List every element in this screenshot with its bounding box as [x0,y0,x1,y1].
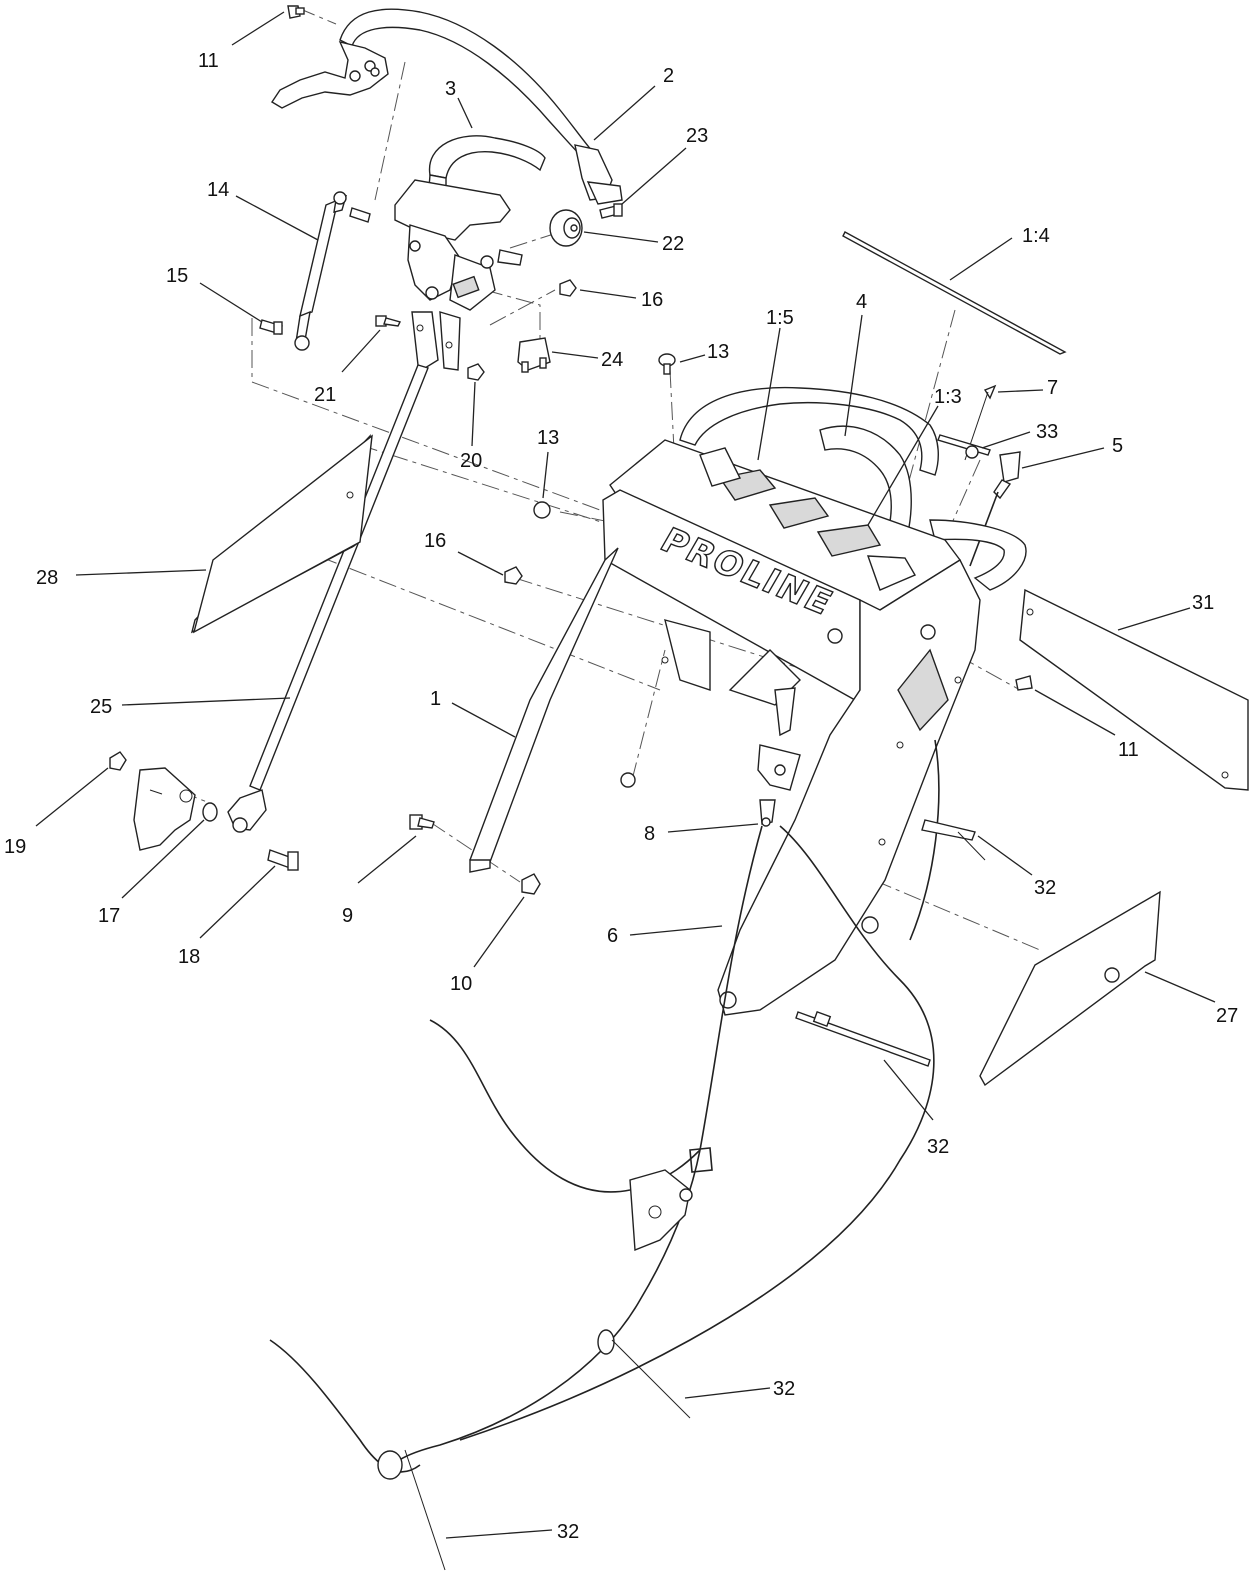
part-19-nut [109,751,127,771]
callout-25: 25 [90,696,112,718]
part-10-nut [521,873,541,895]
callout-24: 24 [601,349,623,371]
callout-32: 32 [1034,877,1056,899]
callout-16: 16 [424,530,446,552]
callout-1-5: 1:5 [766,307,794,329]
control-bracket [394,179,523,311]
left-pivot-bracket [133,767,196,851]
part-16-nut-upper [559,279,577,297]
part-11-bolt-right [1015,675,1033,691]
callout-22: 22 [662,233,684,255]
part-24-switch [517,337,551,373]
callout-32: 32 [557,1521,579,1543]
rod-end [227,789,267,833]
callout-19: 19 [4,836,26,858]
part-33-decal [937,434,991,459]
part-18-bolt [267,849,299,871]
callout-17: 17 [98,905,120,927]
callout-11: 11 [1118,739,1139,761]
callout-11: 11 [198,50,219,72]
part-27-plate [979,890,1161,1087]
part-32-tie-3 [597,1329,691,1419]
callout-2: 2 [663,65,674,87]
callout-1: 1 [430,688,441,710]
part-1-4-strip [842,231,1067,355]
lower-cable-bracket [629,1169,693,1252]
callout-7: 7 [1047,377,1058,399]
part-9-bolt [409,814,435,830]
leader-lines [35,11,1216,1539]
part-6-cable [384,825,935,1476]
callout-9: 9 [342,905,353,927]
part-23-screw [599,203,623,219]
part-13-screw-left [533,501,551,519]
part-13-screw-top [658,353,676,375]
callout-18: 18 [178,946,200,968]
part-22-bumper [549,209,583,247]
callout-33: 33 [1036,421,1058,443]
part-2-bail-bar [339,8,623,205]
part-17-bushing [202,802,218,822]
callout-16: 16 [641,289,663,311]
callout-1-4: 1:4 [1022,225,1050,247]
part-32-tie-2 [795,1011,931,1067]
callout-1-3: 1:3 [934,386,962,408]
part-20-nut [467,363,485,381]
part-21-bolt [375,315,402,327]
part-32-tie-4 [377,1449,446,1571]
callout-15: 15 [166,265,188,287]
part-11-bolt-top [287,5,305,19]
callout-13: 13 [707,341,729,363]
part-31-plate [1019,588,1249,791]
part-32-tie-1 [921,819,986,861]
part-16-nut-middle [504,566,523,585]
callout-8: 8 [644,823,655,845]
callout-32: 32 [773,1378,795,1400]
part-1-main-frame: PROLINE [469,386,1027,1016]
callout-31: 31 [1192,592,1214,614]
callout-32: 32 [927,1136,949,1158]
callout-10: 10 [450,973,472,995]
part-5-cable-knob [969,451,1021,567]
callout-4: 4 [856,291,867,313]
callout-20: 20 [460,450,482,472]
callout-5: 5 [1112,435,1123,457]
callout-28: 28 [36,567,58,589]
callout-labels: 11 2 3 23 14 22 1:4 15 16 4 1:5 24 13 21… [4,50,1238,1543]
part-15-bolt [259,319,283,335]
callout-27: 27 [1216,1005,1238,1027]
callout-21: 21 [314,384,336,406]
callout-6: 6 [607,925,618,947]
callout-23: 23 [686,125,708,147]
callout-14: 14 [207,179,229,201]
part-14-gas-spring [294,191,371,351]
part-28-plate [190,434,373,634]
part-8-cable-lever [757,687,801,827]
callout-13: 13 [537,427,559,449]
callout-3: 3 [445,78,456,100]
lever-handle [271,40,389,109]
